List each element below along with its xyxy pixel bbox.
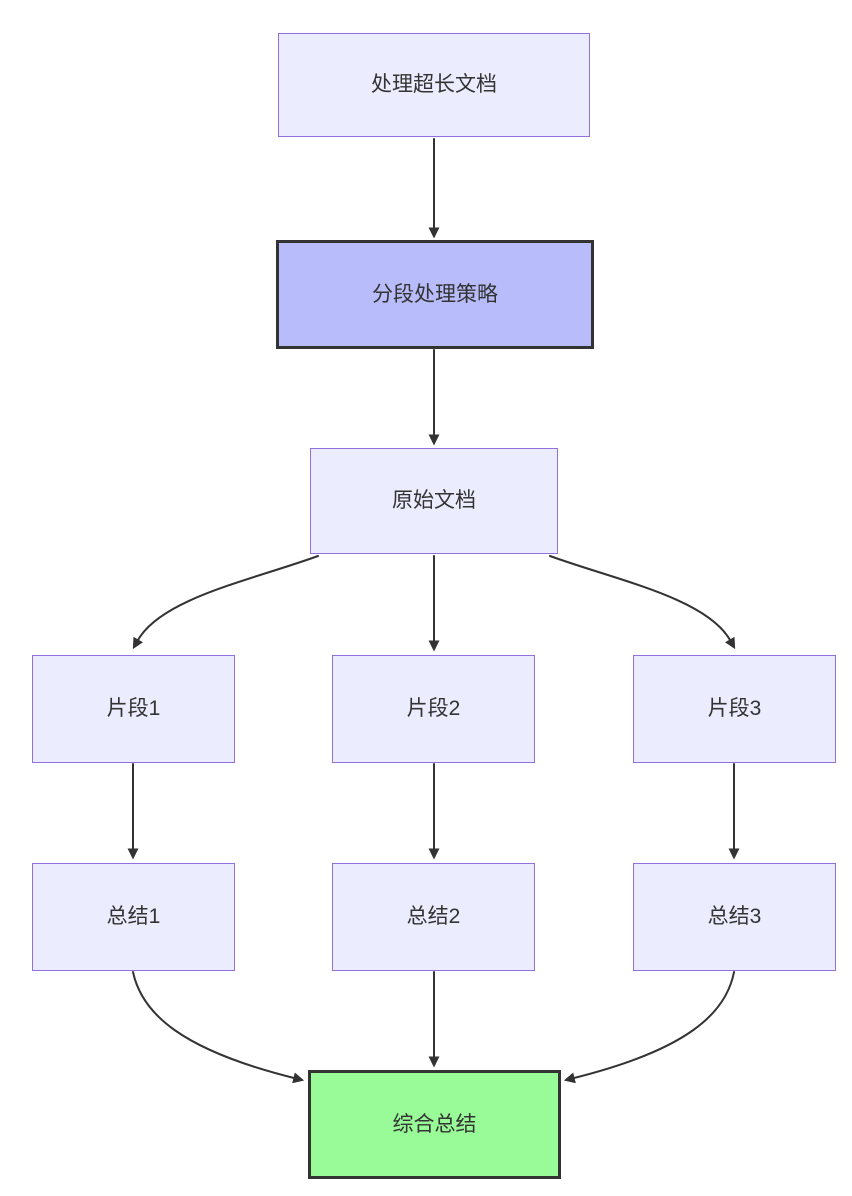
node-label: 总结3 — [707, 905, 762, 929]
node-label: 片段2 — [406, 697, 461, 721]
node-summary-3: 总结3 — [633, 863, 836, 971]
node-fragment-3: 片段3 — [633, 655, 836, 763]
node-label: 原始文档 — [392, 489, 476, 513]
node-label: 片段1 — [106, 697, 161, 721]
node-fragment-2: 片段2 — [332, 655, 535, 763]
node-segmentation-strategy: 分段处理策略 — [276, 240, 594, 349]
edge-e3-f — [563, 971, 735, 1084]
edge-e1-f — [132, 971, 305, 1084]
node-summary-1: 总结1 — [32, 863, 235, 971]
node-label: 片段3 — [707, 697, 762, 721]
node-label: 处理超长文档 — [371, 73, 497, 97]
node-process-long-document: 处理超长文档 — [278, 33, 590, 137]
node-label: 总结1 — [106, 905, 161, 929]
edge-c-d1 — [132, 555, 319, 650]
node-label: 总结2 — [406, 905, 461, 929]
edge-c-d3 — [549, 555, 736, 650]
node-original-document: 原始文档 — [310, 448, 558, 554]
node-fragment-1: 片段1 — [32, 655, 235, 763]
node-label: 综合总结 — [392, 1112, 477, 1136]
node-final-summary: 综合总结 — [308, 1070, 561, 1179]
node-label: 分段处理策略 — [372, 282, 498, 306]
node-summary-2: 总结2 — [332, 863, 535, 971]
